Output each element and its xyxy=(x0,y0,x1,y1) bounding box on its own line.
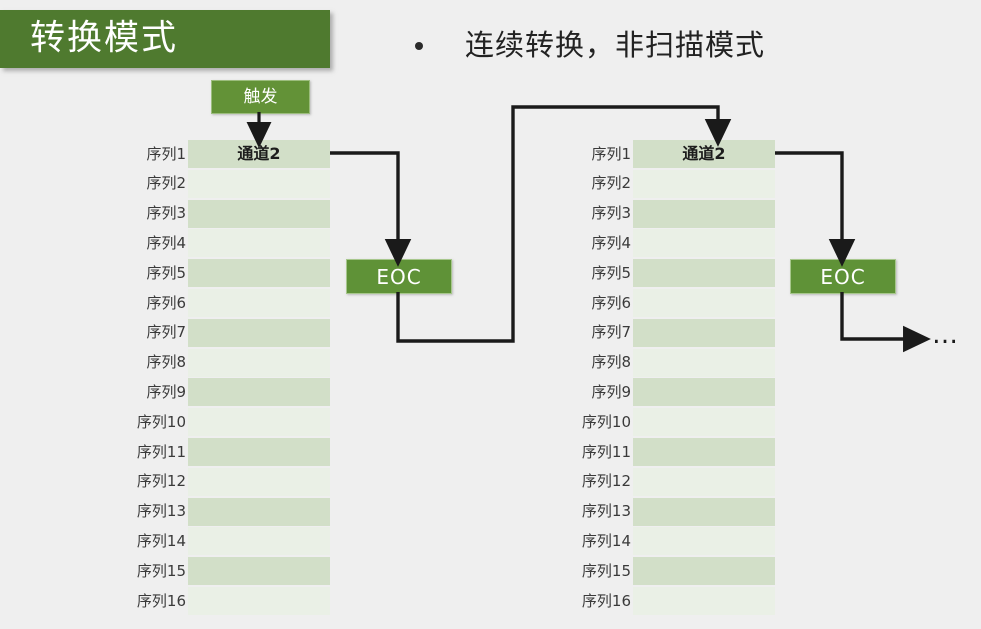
sequence-row xyxy=(633,169,775,198)
sequence-row-label: 序列9 xyxy=(146,382,186,401)
sequence-row-label: 序列2 xyxy=(591,174,631,193)
sequence-row-label: 序列7 xyxy=(591,323,631,342)
sequence-row-label: 序列13 xyxy=(581,502,631,521)
sequence-row xyxy=(188,557,330,586)
sequence-row-label: 序列12 xyxy=(136,472,186,491)
sequence-row-label: 序列6 xyxy=(591,293,631,312)
bullet-text: 连续转换，非扫描模式 xyxy=(465,28,766,63)
sequence-row xyxy=(633,229,775,258)
sequence-row xyxy=(188,289,330,317)
sequence-row-label: 序列1 xyxy=(146,144,186,163)
sequence-row xyxy=(633,318,775,347)
sequence-row-label: 序列4 xyxy=(591,233,631,252)
sequence-row-label: 序列10 xyxy=(581,412,631,431)
wire-table1-to-eoc1 xyxy=(330,151,412,267)
sequence-row-label: 序列8 xyxy=(591,353,631,372)
sequence-row xyxy=(633,199,775,228)
title-banner: 转换模式 xyxy=(0,10,330,68)
sequence-row xyxy=(633,587,775,615)
sequence-row-label: 序列13 xyxy=(136,502,186,521)
sequence-row xyxy=(633,259,775,288)
bullet-dot-icon xyxy=(415,42,423,50)
sequence-row xyxy=(188,497,330,526)
sequence-row xyxy=(188,348,330,377)
sequence-row xyxy=(633,527,775,556)
sequence-row xyxy=(633,378,775,407)
sequence-row-label: 序列16 xyxy=(136,591,186,610)
sequence-row-label: 序列7 xyxy=(146,323,186,342)
sequence-row-label: 序列11 xyxy=(581,442,631,461)
sequence-row-label: 序列15 xyxy=(136,561,186,580)
sequence-row xyxy=(633,497,775,526)
sequence-row-label: 序列3 xyxy=(591,204,631,223)
sequence-row xyxy=(188,378,330,407)
wire-eoc2-to-continuation xyxy=(840,292,931,353)
continuation-ellipsis: … xyxy=(932,320,960,350)
sequence-row xyxy=(188,467,330,496)
sequence-row-label: 序列4 xyxy=(146,233,186,252)
sequence-row-label: 序列5 xyxy=(146,263,186,282)
eoc-box-1: EOC xyxy=(346,259,452,294)
page-title: 转换模式 xyxy=(30,18,179,59)
sequence-row xyxy=(188,438,330,466)
sequence-row xyxy=(633,438,775,466)
sequence-row-label: 序列14 xyxy=(136,531,186,550)
sequence-row-label: 序列1 xyxy=(591,144,631,163)
sequence-row xyxy=(633,557,775,586)
sequence-row-label: 序列12 xyxy=(581,472,631,491)
sequence-row xyxy=(633,289,775,317)
sequence-table-2: 通道2 xyxy=(633,140,775,616)
sequence-row-label: 序列10 xyxy=(136,412,186,431)
sequence-row-label: 序列6 xyxy=(146,293,186,312)
eoc-label-1: EOC xyxy=(376,264,422,289)
channel-cell-value: 通道2 xyxy=(237,144,281,163)
sequence-row-label: 序列3 xyxy=(146,204,186,223)
sequence-row xyxy=(188,527,330,556)
sequence-row-label: 序列14 xyxy=(581,531,631,550)
sequence-row-label: 序列11 xyxy=(136,442,186,461)
bullet-row: 连续转换，非扫描模式 xyxy=(415,22,935,70)
trigger-label: 触发 xyxy=(243,86,278,107)
wire-table2-to-eoc2 xyxy=(775,151,856,267)
trigger-box: 触发 xyxy=(211,80,310,114)
sequence-row-label: 序列9 xyxy=(591,382,631,401)
sequence-row-label: 序列15 xyxy=(581,561,631,580)
eoc-box-2: EOC xyxy=(790,259,896,294)
sequence-row: 通道2 xyxy=(633,140,775,168)
sequence-row-label: 序列8 xyxy=(146,353,186,372)
sequence-row xyxy=(188,169,330,198)
sequence-row-label: 序列16 xyxy=(581,591,631,610)
sequence-row xyxy=(188,587,330,615)
sequence-row-label: 序列2 xyxy=(146,174,186,193)
sequence-row-label: 序列5 xyxy=(591,263,631,282)
sequence-row xyxy=(633,348,775,377)
sequence-row xyxy=(633,408,775,437)
channel-cell-value: 通道2 xyxy=(682,144,726,163)
sequence-row xyxy=(188,408,330,437)
sequence-row xyxy=(633,467,775,496)
sequence-row xyxy=(188,199,330,228)
sequence-row: 通道2 xyxy=(188,140,330,168)
eoc-label-2: EOC xyxy=(820,264,866,289)
sequence-row xyxy=(188,229,330,258)
sequence-row xyxy=(188,259,330,288)
sequence-table-1: 通道2 xyxy=(188,140,330,616)
sequence-row xyxy=(188,318,330,347)
